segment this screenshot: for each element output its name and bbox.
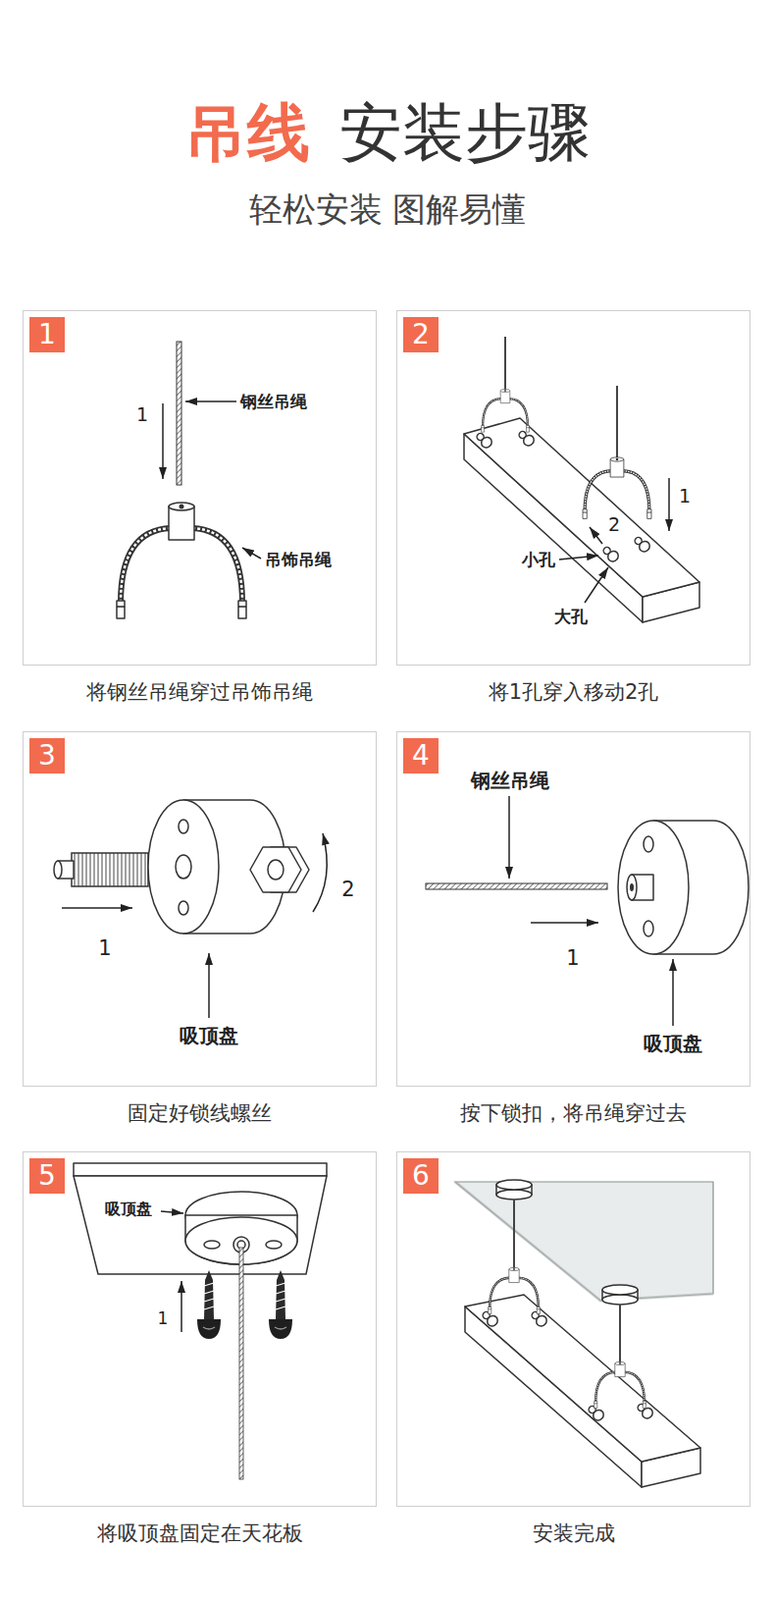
move-arrow xyxy=(180,1280,183,1332)
step-caption: 固定好锁线螺丝 xyxy=(13,1100,386,1126)
part-label: 小孔 xyxy=(521,550,556,569)
ceiling-disc xyxy=(496,1179,532,1189)
callout-number: 2 xyxy=(608,514,620,535)
step-caption: 将1孔穿入移动2孔 xyxy=(387,679,760,705)
step-number: 3 xyxy=(33,737,61,774)
step4-drawing xyxy=(425,795,749,1026)
step-number: 1 xyxy=(33,316,61,353)
ceiling-glass xyxy=(455,1181,714,1300)
leader-line xyxy=(508,795,511,879)
ceiling-disc-face xyxy=(148,799,219,933)
title-rest: 安装步骤 xyxy=(339,98,591,167)
leader-line xyxy=(242,547,261,559)
step-caption: 安装完成 xyxy=(387,1520,760,1546)
beam-top xyxy=(465,1293,701,1461)
steel-wire xyxy=(176,341,182,485)
beam-top xyxy=(464,417,700,597)
step-caption: 按下锁扣，将吊绳穿过去 xyxy=(387,1100,760,1126)
keyhole xyxy=(473,430,494,451)
hanger-rope xyxy=(488,1266,541,1313)
step-number-box: 3 xyxy=(29,737,65,774)
ceiling-edge xyxy=(73,1162,327,1176)
part-label: 钢丝吊绳 xyxy=(470,769,550,791)
screw xyxy=(268,1269,293,1339)
title-row: 吊线安装步骤 xyxy=(0,98,775,167)
step-number-box: 2 xyxy=(403,316,439,353)
step-number: 6 xyxy=(407,1157,435,1193)
step-panel: 安装完成6 xyxy=(396,1150,751,1506)
callout-number: 2 xyxy=(341,878,355,901)
hanger-rope xyxy=(481,389,530,433)
step-number-box: 1 xyxy=(29,316,65,353)
steel-wire xyxy=(504,336,507,391)
step2-drawing xyxy=(464,336,700,622)
step6-drawing xyxy=(455,1179,714,1487)
part-label: 大孔 xyxy=(554,607,588,626)
move-arrow xyxy=(589,526,603,544)
step-number: 5 xyxy=(33,1157,61,1193)
keyhole xyxy=(600,544,620,565)
step-caption: 将钢丝吊绳穿过吊饰吊绳 xyxy=(13,679,386,705)
steel-wire xyxy=(619,1303,621,1363)
callout-number: 1 xyxy=(98,936,111,960)
part-label: 吸顶盘 xyxy=(643,1032,703,1054)
steel-wire xyxy=(513,1198,516,1269)
step1-drawing xyxy=(116,341,261,619)
keyhole xyxy=(631,534,652,555)
callout-number: 1 xyxy=(157,1308,169,1328)
step-number-box: 6 xyxy=(403,1157,439,1193)
move-arrow xyxy=(668,477,671,531)
leader-line xyxy=(584,567,609,603)
step-caption: 将吸顶盘固定在天花板 xyxy=(13,1520,386,1546)
part-label: 吸顶盘 xyxy=(104,1199,153,1218)
part-label: 吸顶盘 xyxy=(179,1024,239,1046)
leader-line xyxy=(559,555,599,560)
ceiling xyxy=(73,1175,327,1274)
steel-wire xyxy=(239,1246,244,1479)
move-arrow xyxy=(161,403,164,479)
hanger-rope xyxy=(594,1360,647,1407)
callout-number: 1 xyxy=(678,485,691,507)
step-number-box: 4 xyxy=(403,737,439,774)
leader-line xyxy=(207,952,210,1018)
step5-drawing xyxy=(73,1162,327,1479)
move-arrow xyxy=(530,921,599,924)
step-number: 2 xyxy=(407,316,435,353)
subtitle: 轻松安装 图解易懂 xyxy=(0,190,775,228)
step-panel: 将吸顶盘固定在天花板5 xyxy=(22,1150,377,1506)
move-arrow xyxy=(61,906,133,909)
step-number: 4 xyxy=(407,737,435,774)
hanger-rope xyxy=(582,457,652,519)
part-label: 吊饰吊绳 xyxy=(264,550,332,569)
nut xyxy=(250,846,302,892)
title: 吊线 xyxy=(184,98,310,167)
step-number-box: 5 xyxy=(29,1157,65,1193)
callout-number: 1 xyxy=(566,946,579,970)
step3-drawing xyxy=(53,799,327,1018)
leader-line xyxy=(160,1210,184,1213)
leader-line xyxy=(185,400,237,403)
hanger-rope xyxy=(116,502,247,619)
ceiling-disc xyxy=(602,1284,638,1294)
leader-line xyxy=(671,958,674,1026)
rotate-arrow xyxy=(312,832,327,912)
ceiling-disc-face xyxy=(618,820,689,954)
steel-wire xyxy=(616,385,619,460)
screw xyxy=(197,1269,221,1339)
step-panel: 将钢丝吊绳穿过吊饰吊绳1 xyxy=(22,310,377,666)
part-label: 钢丝吊绳 xyxy=(240,392,308,412)
steel-wire xyxy=(425,882,608,889)
threaded-bolt xyxy=(71,852,149,886)
callout-number: 1 xyxy=(136,404,149,425)
